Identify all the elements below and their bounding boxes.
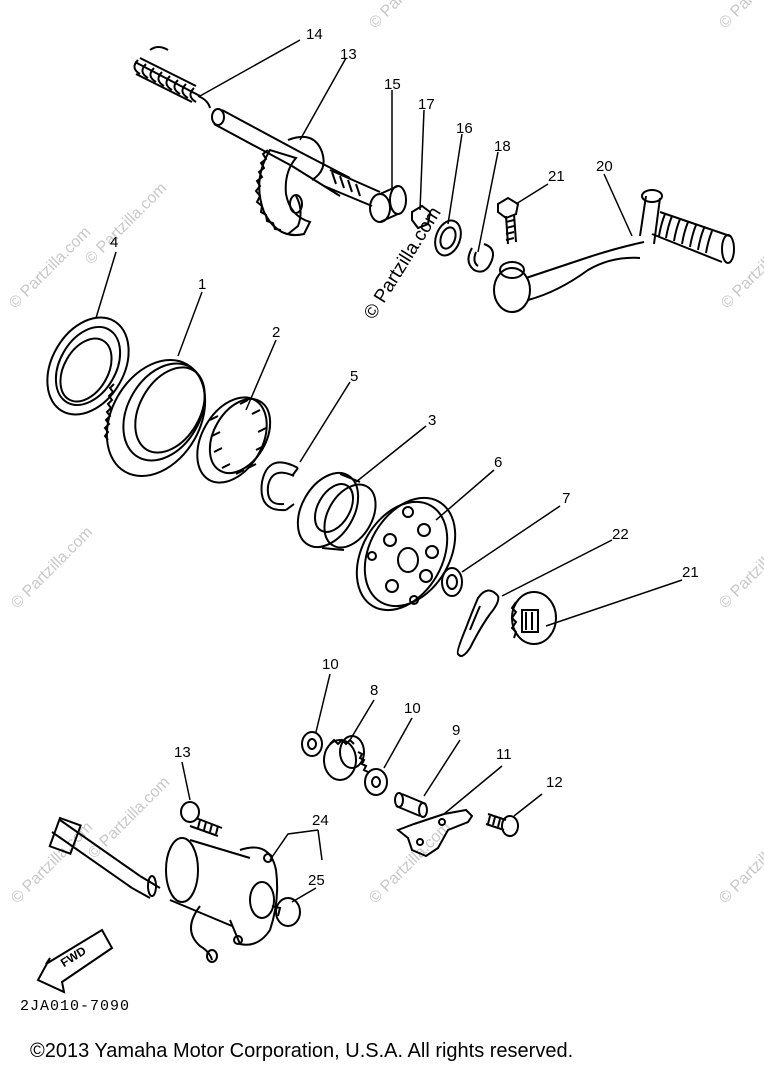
washer-10-b	[364, 768, 388, 796]
label-9: 9	[452, 722, 461, 739]
clip-18	[411, 204, 432, 230]
label-6: 6	[494, 454, 503, 471]
label-25: 25	[308, 872, 325, 889]
label-4: 4	[110, 234, 119, 251]
label-20: 20	[596, 158, 613, 175]
bolt-21	[497, 196, 520, 245]
gear-22	[510, 591, 557, 645]
washer-17	[434, 219, 462, 257]
circlip-19	[467, 243, 494, 273]
label-2: 2	[272, 324, 281, 341]
label-12: 12	[546, 774, 563, 791]
kick-lever-20	[493, 189, 735, 313]
label-19: 18	[494, 138, 511, 155]
bearing-cage-2	[196, 396, 272, 484]
copyright-notice: ©2013 Yamaha Motor Corporation, U.S.A. A…	[30, 1040, 574, 1062]
label-10b: 10	[404, 700, 421, 717]
label-16: 15	[384, 76, 401, 93]
washer-7	[441, 567, 463, 597]
label-1: 1	[198, 276, 207, 293]
kick-axle-14	[211, 108, 381, 236]
screw-12	[485, 813, 519, 837]
washer-10-a	[301, 731, 323, 757]
label-8: 8	[370, 682, 379, 699]
label-11: 11	[496, 746, 512, 763]
label-15: 14	[306, 26, 323, 43]
label-3: 3	[428, 412, 437, 429]
idler-gear-8	[323, 735, 369, 781]
bushing-3	[296, 472, 377, 551]
circlip-5	[260, 461, 299, 512]
oil-seal-4	[46, 316, 130, 416]
clutch-ring-1	[103, 358, 207, 478]
pin-9	[394, 792, 428, 818]
label-22: 21	[682, 564, 699, 581]
bolt-13	[180, 801, 223, 837]
label-13: 13	[174, 744, 191, 761]
starter-motor-24	[48, 816, 282, 963]
label-7: 7	[562, 490, 571, 507]
label-21: 21	[548, 168, 565, 185]
leader-lines	[95, 39, 683, 903]
diagram-code: 2JA010-7090	[20, 998, 131, 1015]
label-24: 24	[312, 812, 329, 829]
label-18: 17	[418, 96, 435, 113]
plate-6	[355, 496, 457, 612]
spring-15	[133, 46, 211, 109]
bushing-16	[369, 185, 407, 223]
label-23: 22	[612, 526, 629, 543]
o-ring-25	[275, 897, 301, 927]
label-17: 16	[456, 120, 473, 137]
spring-clip-23	[456, 589, 500, 657]
bracket-11	[396, 808, 474, 858]
label-5: 5	[350, 368, 359, 385]
fwd-arrow-icon	[36, 928, 114, 994]
label-10: 10	[322, 656, 339, 673]
label-14: 13	[340, 46, 357, 63]
